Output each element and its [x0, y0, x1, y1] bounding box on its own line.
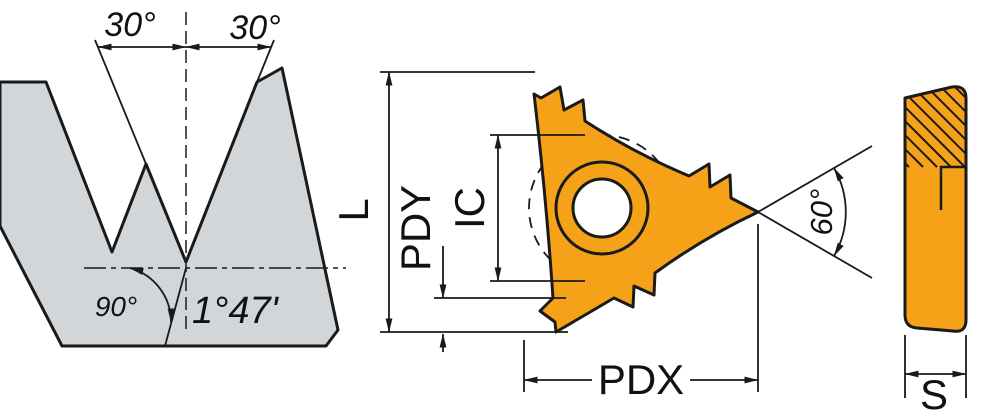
insert-body	[532, 85, 760, 334]
point-angle-dimension: 60°	[757, 145, 873, 279]
angle-extension-line	[757, 145, 873, 213]
point-angle-label: 60°	[804, 189, 839, 236]
right-flank-angle-label: 30°	[229, 9, 280, 47]
left-flank-extension-line	[94, 39, 147, 165]
root-angle-label: 90°	[95, 291, 137, 322]
insert-side-view: S	[903, 85, 968, 414]
left-flank-angle-label: 30°	[104, 6, 155, 44]
pd-x-dimension: PDX	[523, 224, 759, 403]
pd-x-label: PDX	[598, 356, 684, 403]
taper-reference-line	[164, 267, 187, 347]
angle-arc	[833, 167, 847, 257]
thickness-label: S	[920, 371, 948, 414]
chipbreaker-step-line	[939, 165, 966, 210]
length-dimension: L	[330, 71, 568, 333]
taper-angle-label: 1°47'	[192, 290, 280, 332]
mounting-hole-countersink	[554, 160, 650, 256]
thread-profile-view: 30° 30° 90° 1°47'	[0, 6, 346, 348]
section-hatching	[905, 86, 966, 168]
mounting-hole	[571, 177, 633, 239]
pd-y-dimension: PDY	[392, 185, 566, 352]
inscribed-circle-dimension: IC	[446, 134, 585, 282]
length-label: L	[330, 198, 377, 221]
inscribed-circle-label: IC	[446, 187, 493, 229]
insert-side-body	[903, 85, 968, 333]
thread-profile-body	[0, 66, 340, 348]
root-angle-arc	[129, 267, 175, 323]
insert-front-view: L PDY IC PDX 60°	[330, 71, 873, 403]
thickness-dimension: S	[904, 335, 967, 414]
angle-extension-line	[757, 211, 873, 279]
pd-y-label: PDY	[392, 185, 439, 271]
